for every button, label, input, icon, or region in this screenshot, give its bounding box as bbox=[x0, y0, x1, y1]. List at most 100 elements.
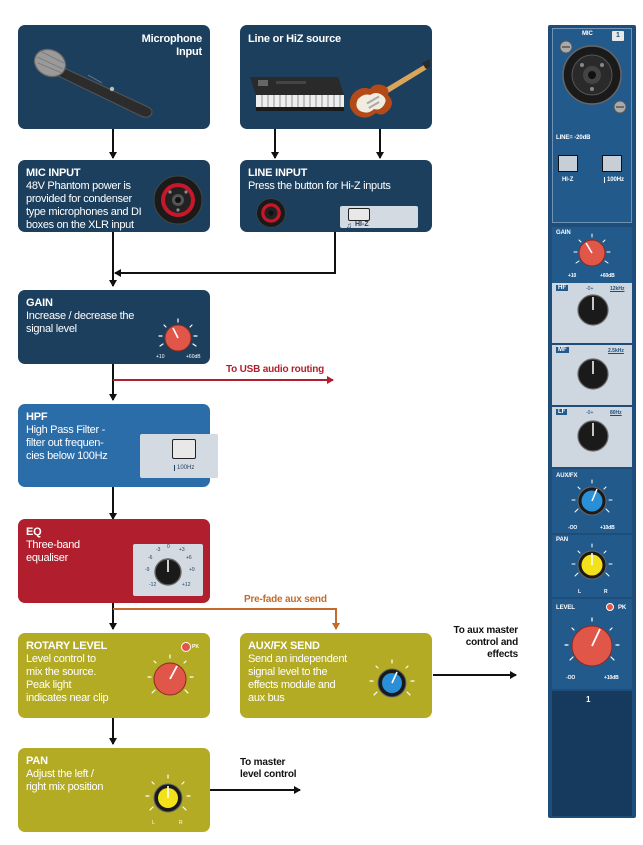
arrow-prefade-aux bbox=[113, 608, 340, 630]
line-input-description: Press the button for Hi-Z inputs bbox=[248, 180, 391, 192]
strip-pk-label: PK bbox=[618, 605, 627, 611]
strip-mf-freq: 2.5kHz bbox=[608, 348, 624, 354]
microphone-icon bbox=[33, 48, 153, 118]
eq-scale-minus3: -3 bbox=[156, 547, 161, 553]
pan-left-label: L bbox=[152, 820, 155, 826]
strip-pan-knob[interactable] bbox=[568, 541, 616, 589]
strip-lf-freq: 80Hz bbox=[610, 410, 622, 416]
strip-gain-max: +60dB bbox=[600, 273, 615, 279]
strip-channel-number: 1 bbox=[586, 695, 591, 704]
strip-aux-knob[interactable] bbox=[568, 477, 616, 525]
strip-hpf-label: 100Hz bbox=[604, 177, 624, 183]
eq-scale-zero: 0 bbox=[167, 544, 170, 550]
gain-description: Increase / decrease the signal level bbox=[26, 310, 135, 335]
xlr-combo-jack-icon bbox=[153, 175, 203, 225]
arrow-line-source-to-line-input bbox=[271, 128, 384, 159]
aux-send-title: AUX/FX SEND bbox=[248, 640, 320, 652]
strip-line-pad: LINE= -20dB bbox=[556, 135, 591, 141]
aux-knob-icon bbox=[369, 659, 415, 698]
jack-socket-icon bbox=[256, 198, 286, 228]
gain-knob-icon bbox=[158, 318, 198, 352]
rotary-level-box: ROTARY LEVEL Level control to mix the so… bbox=[18, 633, 210, 718]
strip-mf-knob[interactable] bbox=[576, 357, 610, 391]
strip-hpf-button[interactable] bbox=[602, 155, 622, 172]
eq-scale-plus12: +12 bbox=[182, 582, 191, 588]
strip-pan-right: R bbox=[604, 589, 608, 595]
eq-scale-plus6: +6 bbox=[186, 555, 192, 561]
line-source-box: Line or HiZ source bbox=[240, 25, 432, 129]
pan-knob-icon bbox=[145, 774, 191, 813]
to-aux-master-label: To aux master control and effects bbox=[453, 625, 519, 660]
pan-box: PAN Adjust the left / right mix position… bbox=[18, 748, 210, 832]
eq-scale-minus12: -12 bbox=[149, 582, 157, 588]
strip-level-label: LEVEL bbox=[556, 605, 575, 611]
aux-send-description: Send an independent signal level to the … bbox=[248, 653, 347, 704]
prefade-aux-label: Pre-fade aux send bbox=[244, 594, 327, 605]
mic-input-title: MIC INPUT bbox=[26, 167, 81, 179]
line-input-title: LINE INPUT bbox=[248, 167, 308, 179]
to-master-label: To master level control bbox=[240, 757, 297, 780]
strip-channel-badge: 1 bbox=[612, 31, 624, 41]
gain-scale-max: +60dB bbox=[186, 354, 201, 360]
hpf-button-label: 100Hz bbox=[174, 465, 194, 471]
strip-aux-min: -OO bbox=[568, 525, 578, 531]
strip-level-max: +10dB bbox=[604, 675, 619, 681]
channel-strip: MIC 1 LINE= -20dB HI-Z 100Hz GAIN +10 +6… bbox=[548, 25, 636, 818]
aux-send-box: AUX/FX SEND Send an independent signal l… bbox=[240, 633, 432, 718]
hpf-title: HPF bbox=[26, 411, 48, 423]
hiz-button[interactable] bbox=[348, 208, 370, 221]
peak-label: PK bbox=[192, 644, 199, 650]
strip-lf-label: LF bbox=[556, 409, 568, 415]
strip-hf-freq: 12kHz bbox=[610, 286, 625, 292]
microphone-source-box: Microphone Input bbox=[18, 25, 210, 129]
arrow-inputs-to-gain bbox=[109, 232, 336, 287]
strip-lf-zero: -0+ bbox=[586, 410, 594, 416]
pan-right-label: R bbox=[179, 820, 183, 826]
hpf-box: HPF High Pass Filter - filter out freque… bbox=[18, 404, 218, 487]
strip-gain-label: GAIN bbox=[556, 230, 571, 236]
strip-peak-light bbox=[606, 603, 614, 611]
eq-scale-minus9: -9 bbox=[145, 567, 150, 573]
microphone-source-title: Microphone Input bbox=[141, 33, 203, 58]
strip-pan-label: PAN bbox=[556, 537, 568, 543]
eq-scale-plus3: +3 bbox=[179, 547, 185, 553]
rotary-level-title: ROTARY LEVEL bbox=[26, 640, 108, 652]
strip-lf-knob[interactable] bbox=[576, 419, 610, 453]
pan-description: Adjust the left / right mix position bbox=[26, 768, 104, 793]
strip-pan-left: L bbox=[578, 589, 581, 595]
level-knob-icon bbox=[147, 642, 194, 696]
pan-title: PAN bbox=[26, 755, 48, 767]
eq-scale-minus6: -6 bbox=[148, 555, 153, 561]
gain-box: GAIN Increase / decrease the signal leve… bbox=[18, 290, 210, 364]
eq-scale-plus9: +9 bbox=[189, 567, 195, 573]
strip-aux-label: AUX/FX bbox=[556, 473, 578, 479]
strip-hf-zero: -0+ bbox=[586, 286, 594, 292]
strip-gain-knob[interactable] bbox=[570, 231, 614, 275]
strip-mf-label: MF bbox=[556, 347, 569, 353]
hpf-button[interactable] bbox=[172, 439, 196, 459]
eq-knob-icon bbox=[154, 558, 182, 586]
strip-hiz-label: HI-Z bbox=[562, 177, 574, 183]
strip-hf-label: HF bbox=[556, 285, 568, 291]
gain-title: GAIN bbox=[26, 297, 53, 309]
strip-xlr-jack-icon bbox=[559, 40, 627, 114]
eq-title: EQ bbox=[26, 526, 42, 538]
strip-hf-knob[interactable] bbox=[576, 293, 610, 327]
strip-mic-label: MIC bbox=[582, 31, 593, 37]
strip-level-knob[interactable] bbox=[560, 613, 624, 677]
hpf-description: High Pass Filter - filter out frequen- c… bbox=[26, 424, 108, 462]
line-input-box: LINE INPUT Press the button for Hi-Z inp… bbox=[240, 160, 432, 232]
eq-description: Three-band equaliser bbox=[26, 539, 80, 564]
keyboard-icon bbox=[250, 77, 344, 111]
strip-aux-max: +10dB bbox=[600, 525, 615, 531]
eq-box: EQ Three-band equaliser -3 0 +3 -6 +6 -9… bbox=[18, 519, 210, 603]
mic-input-box: MIC INPUT 48V Phantom power is provided … bbox=[18, 160, 210, 232]
strip-hiz-button[interactable] bbox=[558, 155, 578, 172]
line-source-title: Line or HiZ source bbox=[248, 33, 341, 45]
usb-routing-label: To USB audio routing bbox=[226, 364, 325, 375]
strip-level-min: -OO bbox=[566, 675, 576, 681]
strip-bottom-section bbox=[552, 691, 632, 816]
hiz-guitar-icon: ♫ bbox=[346, 221, 352, 230]
strip-gain-min: +10 bbox=[568, 273, 577, 279]
